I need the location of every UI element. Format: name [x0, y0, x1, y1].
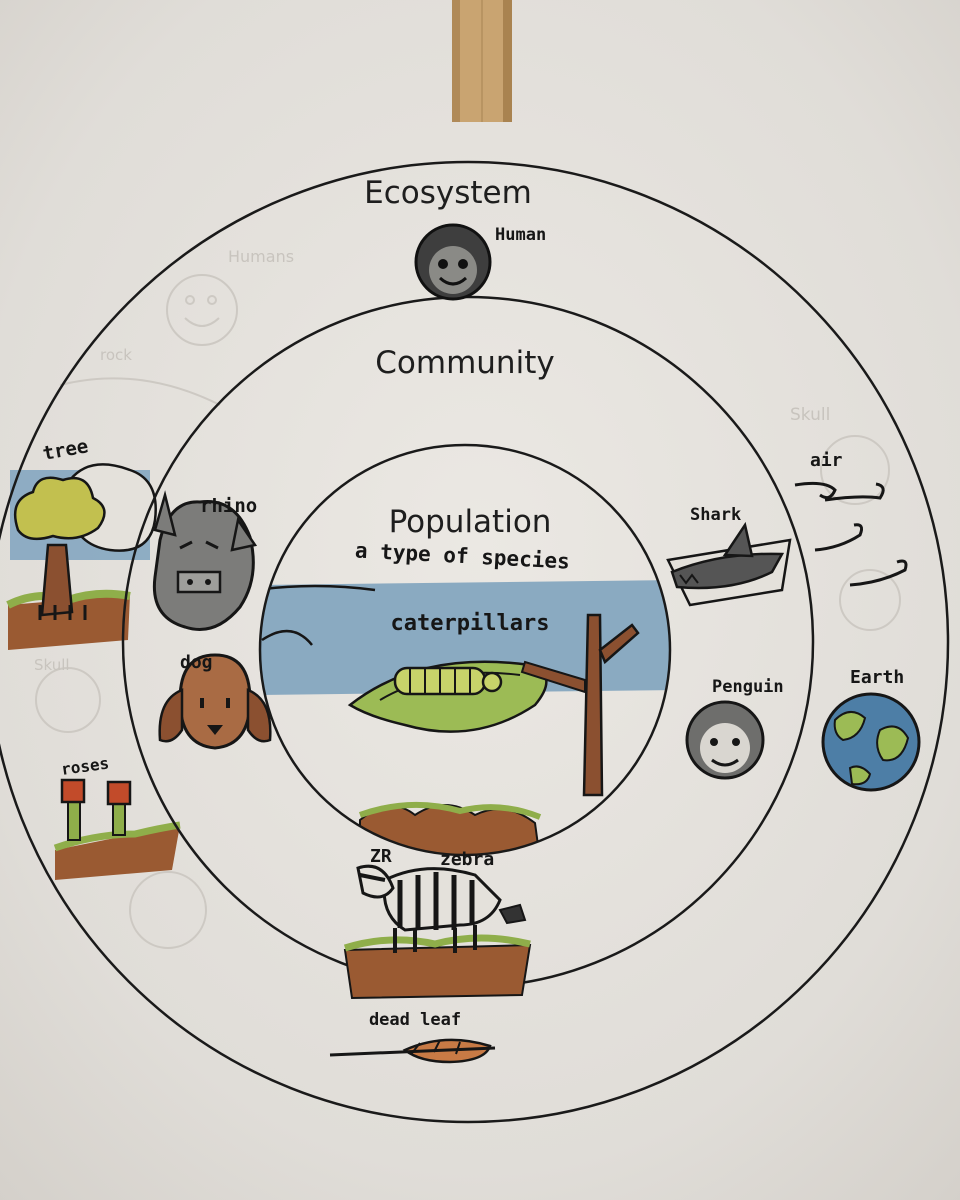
- population-ring: [258, 443, 672, 857]
- tree-drawing: [6, 463, 157, 650]
- ring-title-ecosystem: Ecosystem: [364, 175, 532, 211]
- label-penguin: Penguin: [712, 677, 784, 697]
- dead-leaf-drawing: [329, 1038, 496, 1064]
- roses-drawing: [53, 778, 181, 880]
- erased-label-humans: Humans: [228, 247, 294, 266]
- ring-title-community: Community: [375, 345, 554, 381]
- label-zebra: zebra: [440, 849, 494, 870]
- label-caterpillars: caterpillars: [391, 611, 550, 636]
- penguin-drawing: [685, 700, 765, 780]
- rhino-drawing: [152, 490, 258, 631]
- earth-drawing: [821, 692, 921, 792]
- label-shark: Shark: [690, 505, 741, 525]
- ecosystem-ring: [0, 160, 950, 1124]
- label-rhino: rhino: [200, 495, 257, 517]
- erased-label-skull-left: Skull: [34, 656, 70, 674]
- branch-drawing: [520, 613, 640, 797]
- label-earth: Earth: [850, 667, 904, 688]
- human-drawing: [414, 223, 492, 301]
- label-dead-leaf: dead leaf: [369, 1010, 461, 1030]
- dog-drawing: [158, 653, 272, 750]
- erased-label-skull-right: Skull: [790, 405, 830, 425]
- label-air: air: [810, 450, 843, 471]
- air-drawing: [794, 481, 908, 587]
- label-dog: dog: [180, 652, 213, 673]
- erased-label-rock: rock: [100, 346, 132, 364]
- erased-marks: [35, 274, 901, 949]
- clothespin: [452, 0, 512, 122]
- label-zebra-prefix: ZR: [370, 846, 392, 867]
- ring-title-population: Population: [389, 504, 552, 540]
- caterpillar-drawing: [347, 660, 548, 733]
- shark-drawing: [666, 521, 792, 607]
- label-human: Human: [495, 225, 546, 245]
- zebra-drawing: [343, 864, 532, 1000]
